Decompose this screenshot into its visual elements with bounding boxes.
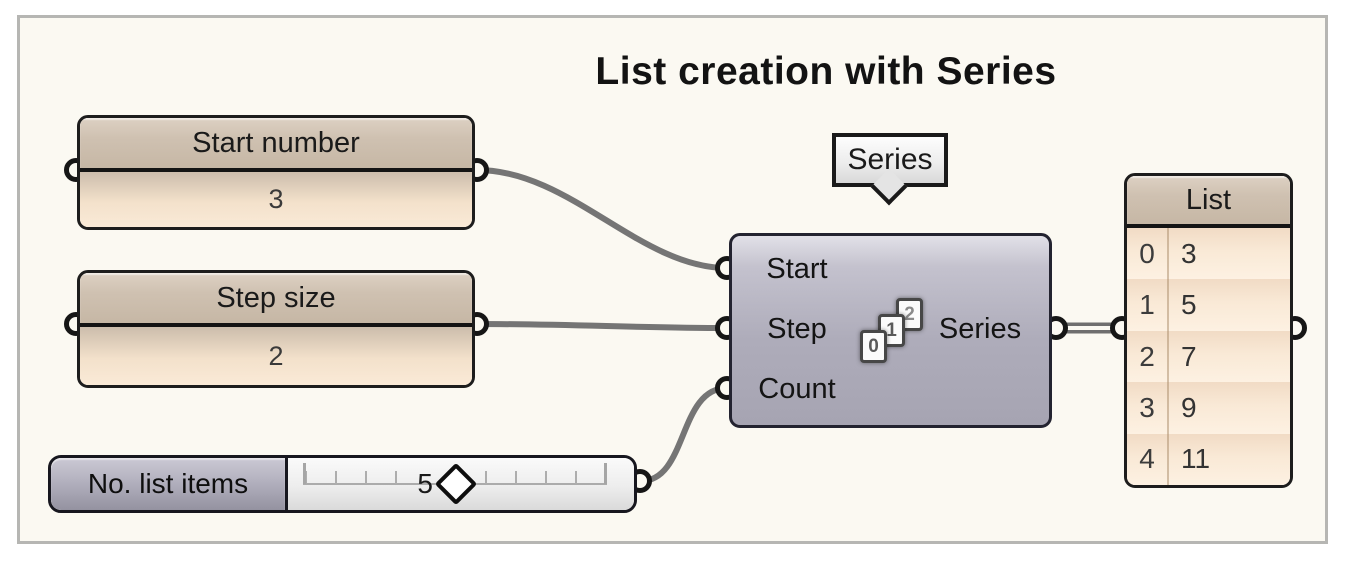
- list-panel-title: List: [1127, 176, 1290, 228]
- start-number-panel-title: Start number: [80, 118, 472, 172]
- wire-slider-to-count[interactable]: [638, 385, 730, 484]
- series-input-start-label: Start: [766, 253, 828, 285]
- list-item: 4 11: [1127, 433, 1290, 485]
- slider-value: 5: [417, 468, 433, 499]
- slider-tick-max: [604, 463, 607, 484]
- series-icon: 2 1 0: [858, 294, 924, 364]
- slider-label: No. list items: [51, 458, 288, 510]
- list-item-value: 7: [1181, 340, 1197, 372]
- list-panel[interactable]: List 0 3 1 5 2 7 3 9 4 11: [1124, 173, 1293, 488]
- slider-ticks-right: [485, 471, 607, 484]
- list-item-value: 5: [1181, 289, 1197, 321]
- number-slider[interactable]: No. list items 5: [48, 455, 637, 513]
- slider-tick-min: [303, 463, 306, 484]
- series-input-step-label: Step: [767, 313, 827, 345]
- list-item-index: 4: [1127, 433, 1169, 485]
- wire-start-to-series[interactable]: [474, 167, 730, 271]
- series-input-count-label: Count: [758, 373, 836, 405]
- series-output-label: Series: [938, 313, 1022, 345]
- page-title: List creation with Series: [595, 50, 1057, 93]
- slider-grip-diamond[interactable]: [434, 462, 478, 506]
- list-item-index: 2: [1127, 330, 1169, 383]
- list-item: 2 7: [1127, 330, 1290, 383]
- list-item-value: 9: [1181, 391, 1197, 423]
- list-item: 1 5: [1127, 279, 1290, 331]
- series-component[interactable]: Start Step Count Series 2 1 0: [729, 233, 1052, 428]
- list-item: 0 3: [1127, 228, 1290, 280]
- series-icon-card-1: 1: [878, 314, 905, 347]
- list-item-index: 0: [1127, 228, 1169, 280]
- start-number-panel[interactable]: Start number 3: [77, 115, 475, 230]
- slider-track[interactable]: 5: [288, 458, 634, 510]
- wire-step-to-series[interactable]: [474, 321, 730, 331]
- step-size-panel-value: 2: [80, 327, 472, 385]
- series-icon-card-0: 0: [860, 330, 887, 363]
- step-size-panel-title: Step size: [80, 273, 472, 327]
- list-rows: 0 3 1 5 2 7 3 9 4 11: [1127, 228, 1290, 485]
- step-size-panel[interactable]: Step size 2: [77, 270, 475, 388]
- list-item: 3 9: [1127, 382, 1290, 434]
- list-item-index: 1: [1127, 279, 1169, 331]
- list-item-value: 11: [1181, 443, 1211, 475]
- list-item-index: 3: [1127, 382, 1169, 434]
- list-item-value: 3: [1181, 237, 1197, 269]
- start-number-panel-value: 3: [80, 172, 472, 227]
- slider-ticks-left: [305, 471, 415, 484]
